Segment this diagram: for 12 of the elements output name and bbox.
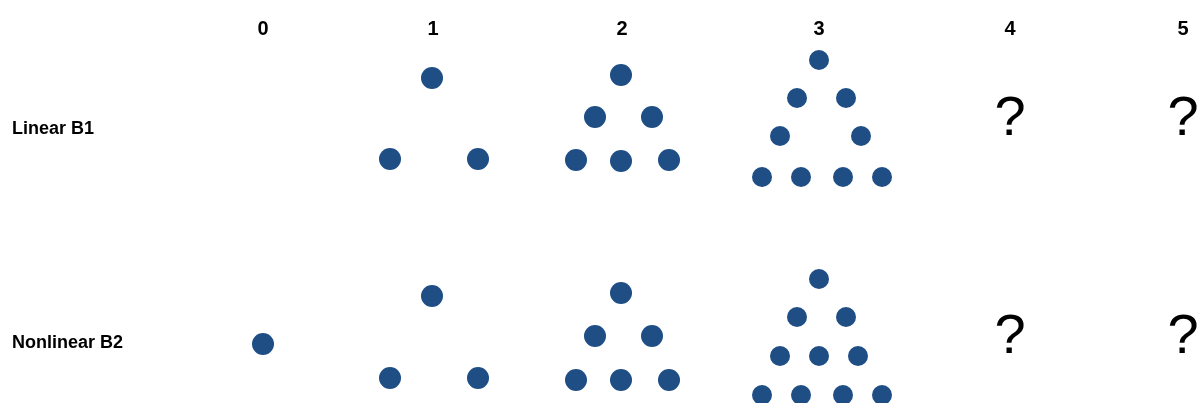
column-number: 0 bbox=[257, 18, 269, 38]
question-mark: ? bbox=[1167, 306, 1199, 362]
column-number: 1 bbox=[427, 18, 439, 38]
column-number: 5 bbox=[1177, 18, 1189, 38]
question-mark: ? bbox=[994, 306, 1026, 362]
question-mark: ? bbox=[994, 88, 1026, 144]
row-label: Linear B1 bbox=[12, 119, 95, 137]
column-number: 3 bbox=[813, 18, 825, 38]
question-mark: ? bbox=[1167, 88, 1199, 144]
column-number: 4 bbox=[1004, 18, 1016, 38]
row-label: Nonlinear B2 bbox=[12, 333, 124, 351]
column-number: 2 bbox=[616, 18, 628, 38]
